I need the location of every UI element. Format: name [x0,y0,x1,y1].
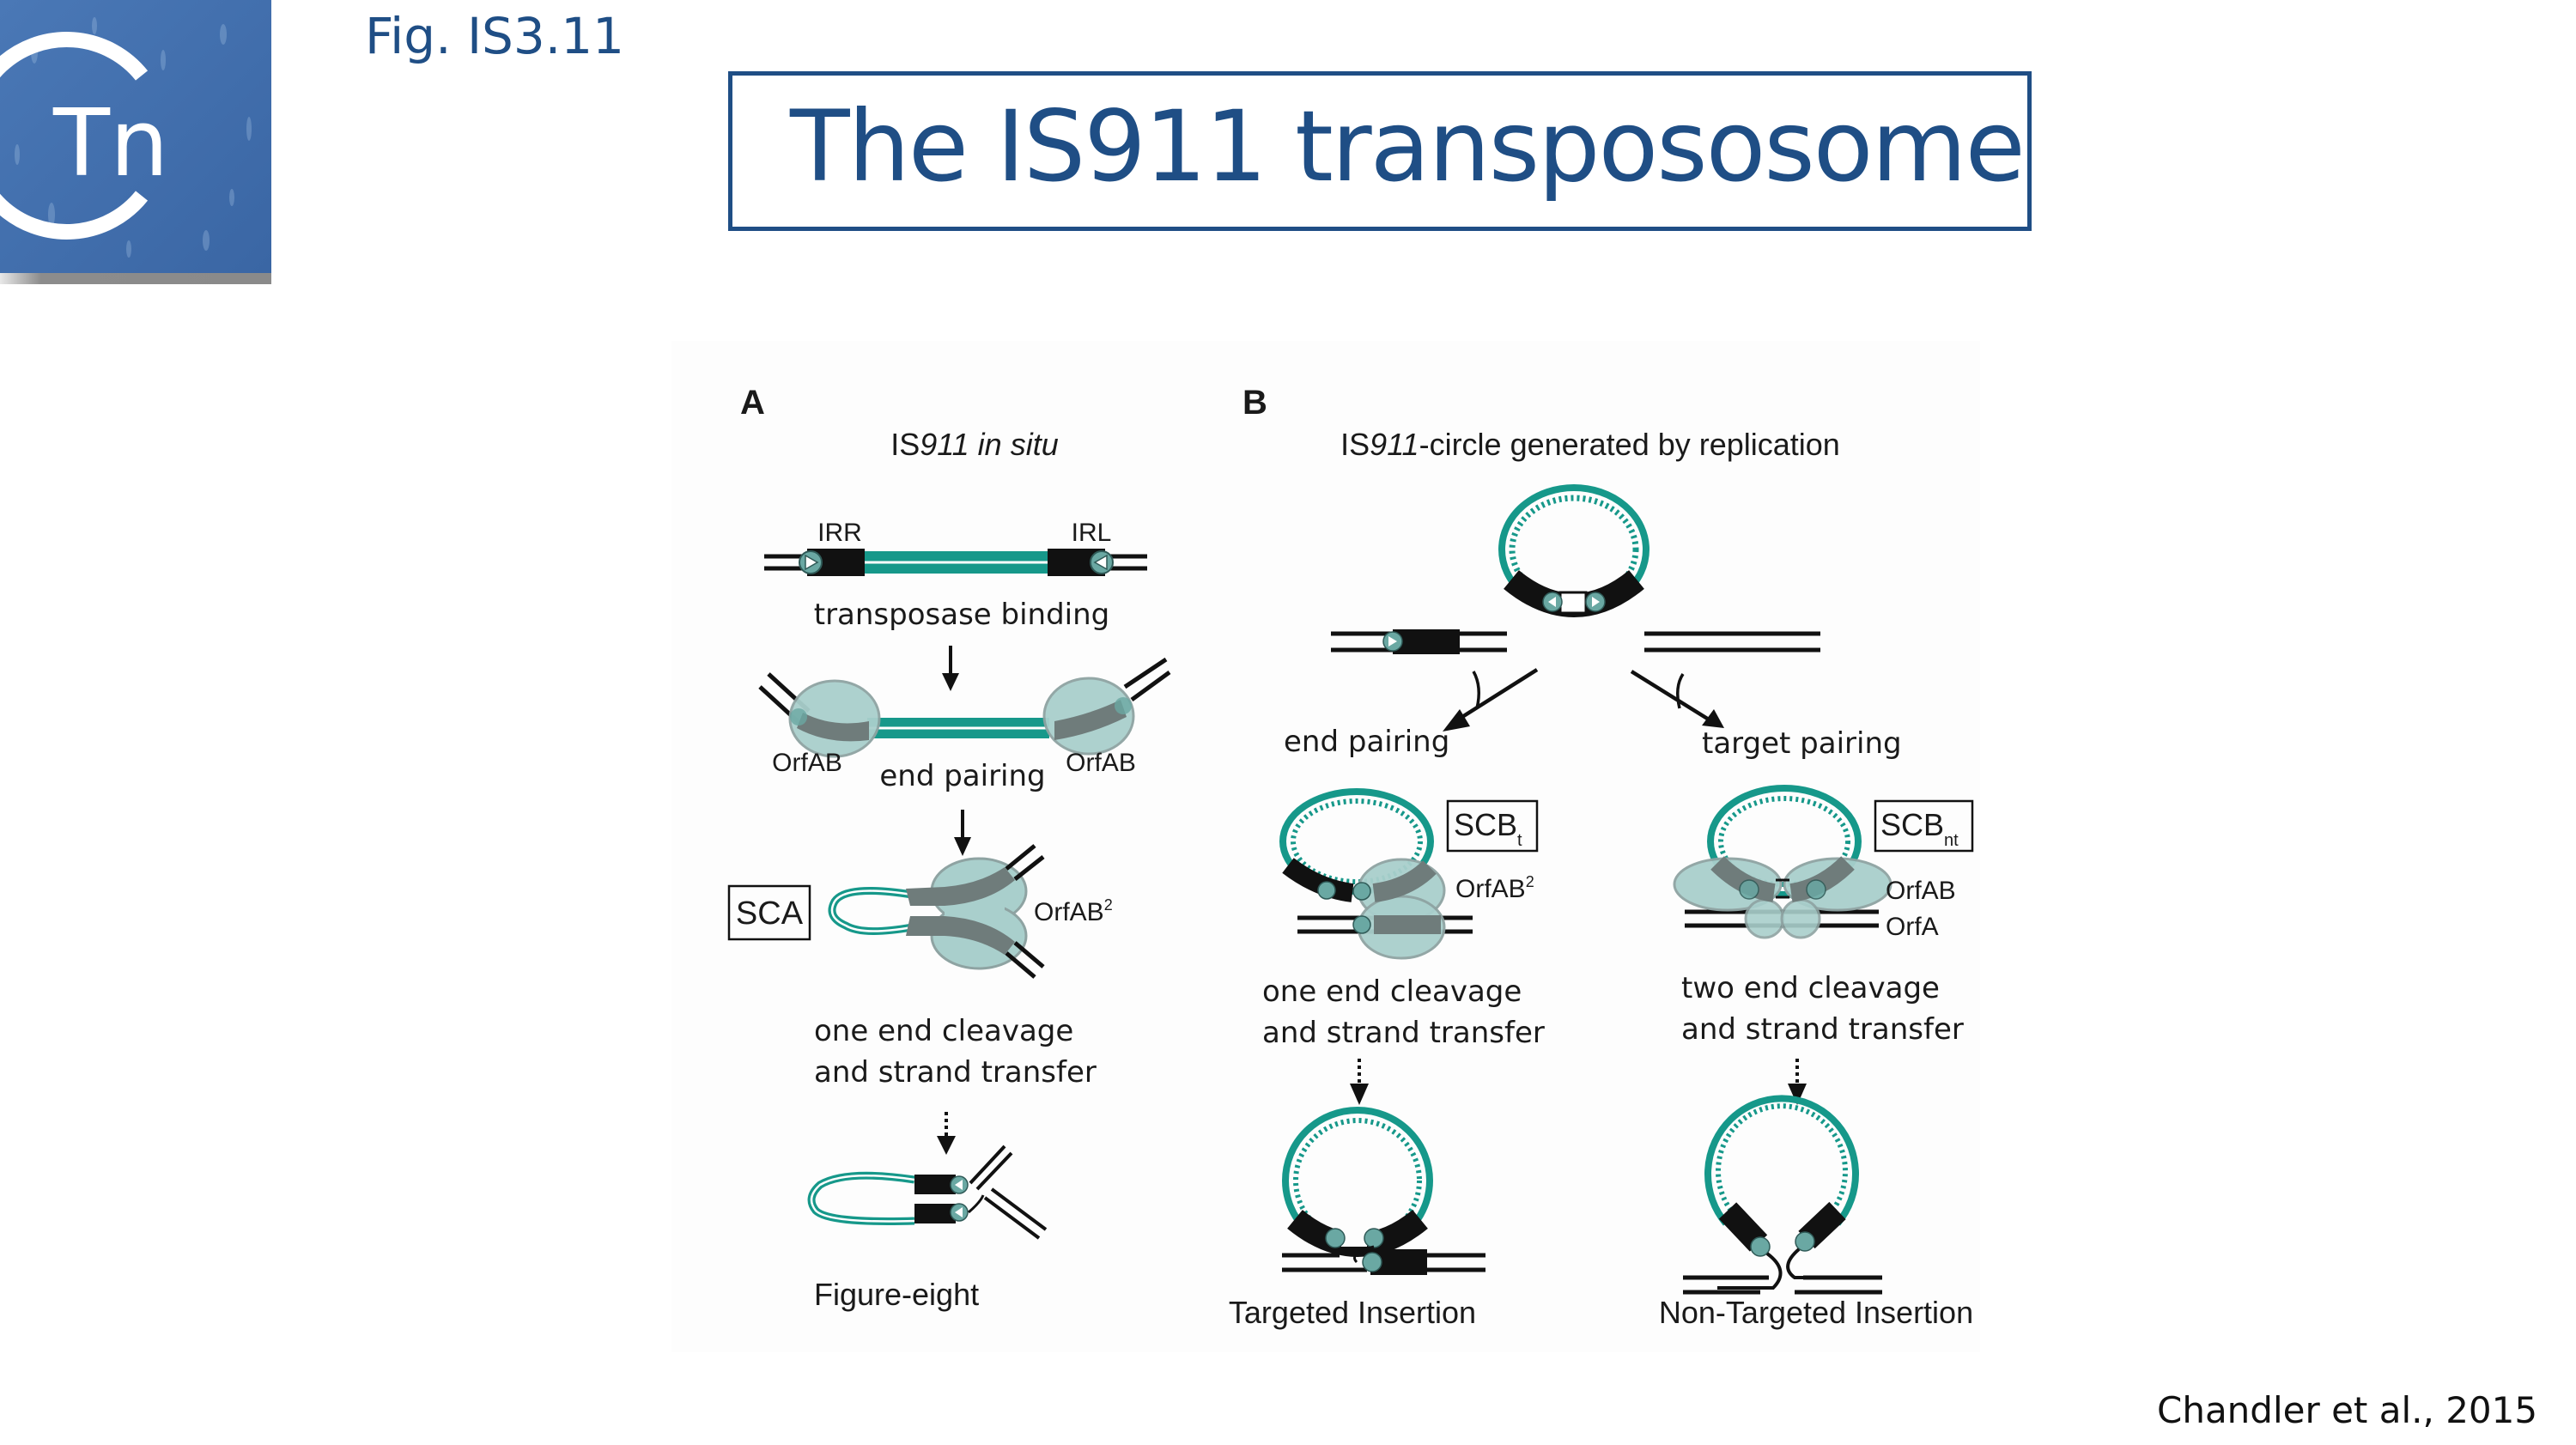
ctn-logo: Tn [0,0,271,284]
citation: Chandler et al., 2015 [2157,1389,2538,1431]
orfab-label-left: OrfAB [772,749,842,777]
scbnt-complex [1673,785,1893,939]
orfab-bound-ends [758,657,1171,758]
ctn-logo-icon: Tn [0,0,271,284]
scbnt-orfab-label: OrfAB [1886,877,1956,905]
dotted-arrow-down-icon [1788,1059,1807,1105]
panel-b-label: B [1242,384,1267,422]
figure-eight-intermediate [807,1144,1048,1240]
branch-arrow-left-icon [1443,668,1539,732]
orfab2-label: OrfAB2 [1034,896,1113,926]
arrow-down-icon [942,646,959,691]
figure-id: Fig. IS3.11 [365,7,625,65]
orfab-label-right: OrfAB [1066,749,1136,777]
scbt-orfab2-label: OrfAB2 [1455,873,1534,903]
branch-end-pairing: end pairing [1284,725,1449,759]
donor-dna [1331,629,1507,654]
branch-arrow-right-icon [1630,670,1724,728]
title-box [728,71,2032,231]
step-one-end-cleavage-a-line2: and strand transfer [814,1055,1097,1090]
step-end-pairing: end pairing [879,759,1045,793]
is911-linear-element [764,549,1147,576]
scbnt-orfa-label: OrfA [1886,913,1939,941]
page-title: The IS911 transpososome [790,89,2026,203]
non-targeted-insertion-label: Non-Targeted Insertion [1659,1295,1973,1330]
sca-complex [828,844,1045,979]
step-two-end-cleavage-line2: and strand transfer [1681,1012,1964,1047]
sca-label: SCA [736,896,804,932]
step-one-end-cleavage-b-line2: and strand transfer [1262,1016,1545,1050]
scbt-box [1446,799,1539,853]
branch-target-pairing: target pairing [1702,726,1902,761]
step-one-end-cleavage-a-line1: one end cleavage [814,1014,1073,1048]
panel-b-heading: IS911-circle generated by replication [1340,427,1840,462]
scbt-label: SCBt [1454,807,1522,850]
arrow-down-icon [954,810,971,856]
figure-eight-label: Figure-eight [814,1277,979,1312]
step-two-end-cleavage-line1: two end cleavage [1681,971,1940,1005]
step-one-end-cleavage-b-line1: one end cleavage [1262,974,1522,1009]
irr-label: IRR [817,519,862,547]
dotted-arrow-down-icon [937,1112,956,1155]
sca-box [727,884,811,941]
is911-circle [1498,484,1649,617]
non-targeted-insertion-product [1683,1095,1882,1295]
scbnt-box [1874,799,1974,853]
step-transposase-binding: transposase binding [814,598,1110,632]
logo-text: Tn [52,90,168,197]
panel-a-label: A [740,384,765,422]
irl-label: IRL [1072,519,1112,547]
scbnt-label: SCBnt [1880,807,1959,850]
targeted-insertion-product [1282,1107,1485,1275]
panel-a-heading: IS911 in situ [890,427,1058,462]
dotted-arrow-down-icon [1350,1059,1369,1105]
targeted-insertion-label: Targeted Insertion [1229,1295,1476,1330]
target-dna [1644,631,1820,653]
scbt-complex [1279,788,1473,960]
figure-panel [671,341,1980,1352]
